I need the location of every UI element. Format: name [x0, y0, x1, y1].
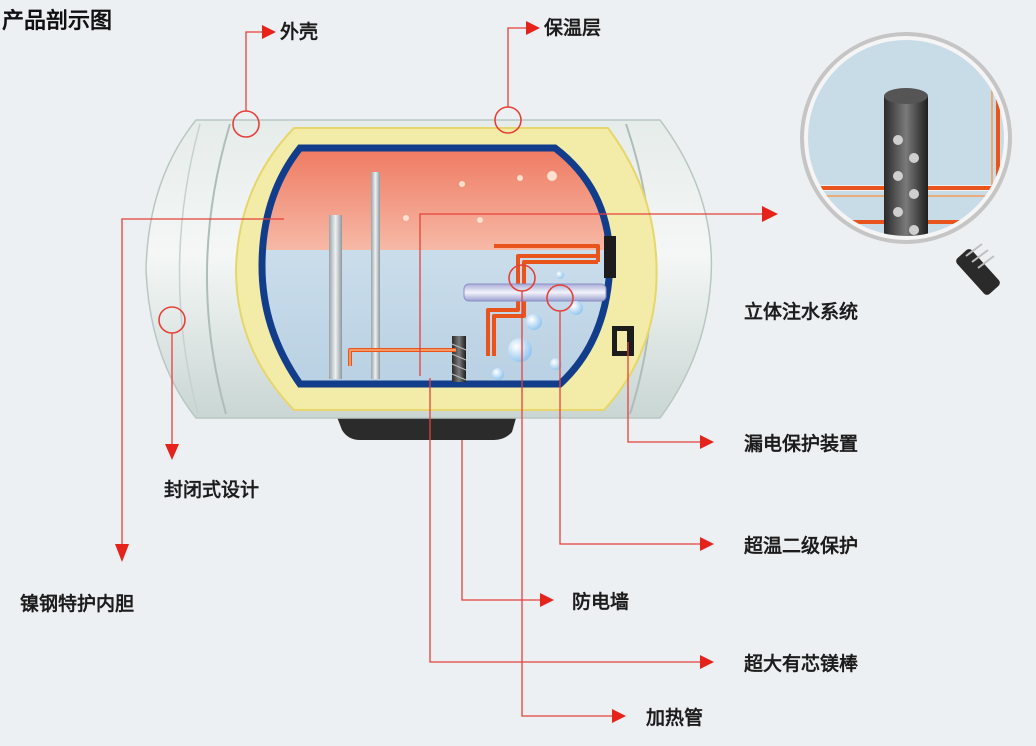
leader-lines [115, 21, 778, 723]
label-injection-system: 立体注水系统 [744, 300, 858, 323]
label-overtemp-protection: 超温二级保护 [743, 534, 858, 557]
label-sealed-design: 封闭式设计 [164, 478, 259, 501]
magnifier-icon [800, 32, 1012, 295]
left-end-cap [206, 123, 231, 415]
hot-water-zone [265, 148, 609, 250]
label-insulation: 保温层 [543, 16, 601, 39]
anode-rod [452, 336, 466, 382]
bubbles [403, 171, 583, 380]
label-anti-shock-wall: 防电墙 [572, 590, 629, 613]
label-leakage-protection: 漏电保护装置 [744, 432, 858, 455]
thermostat-box [604, 236, 616, 278]
injection-pipe [463, 283, 607, 302]
label-shell: 外壳 [280, 20, 318, 43]
water-heater-illustration [145, 119, 713, 440]
cold-inlet-pipe [329, 215, 342, 379]
hot-outlet-pipe [371, 172, 380, 379]
page-title: 产品剖示图 [2, 8, 112, 34]
label-magnesium-anode: 超大有芯镁棒 [743, 652, 859, 675]
label-heating-tube: 加热管 [645, 706, 703, 729]
label-inner-tank: 镍钢特护内胆 [20, 592, 134, 615]
